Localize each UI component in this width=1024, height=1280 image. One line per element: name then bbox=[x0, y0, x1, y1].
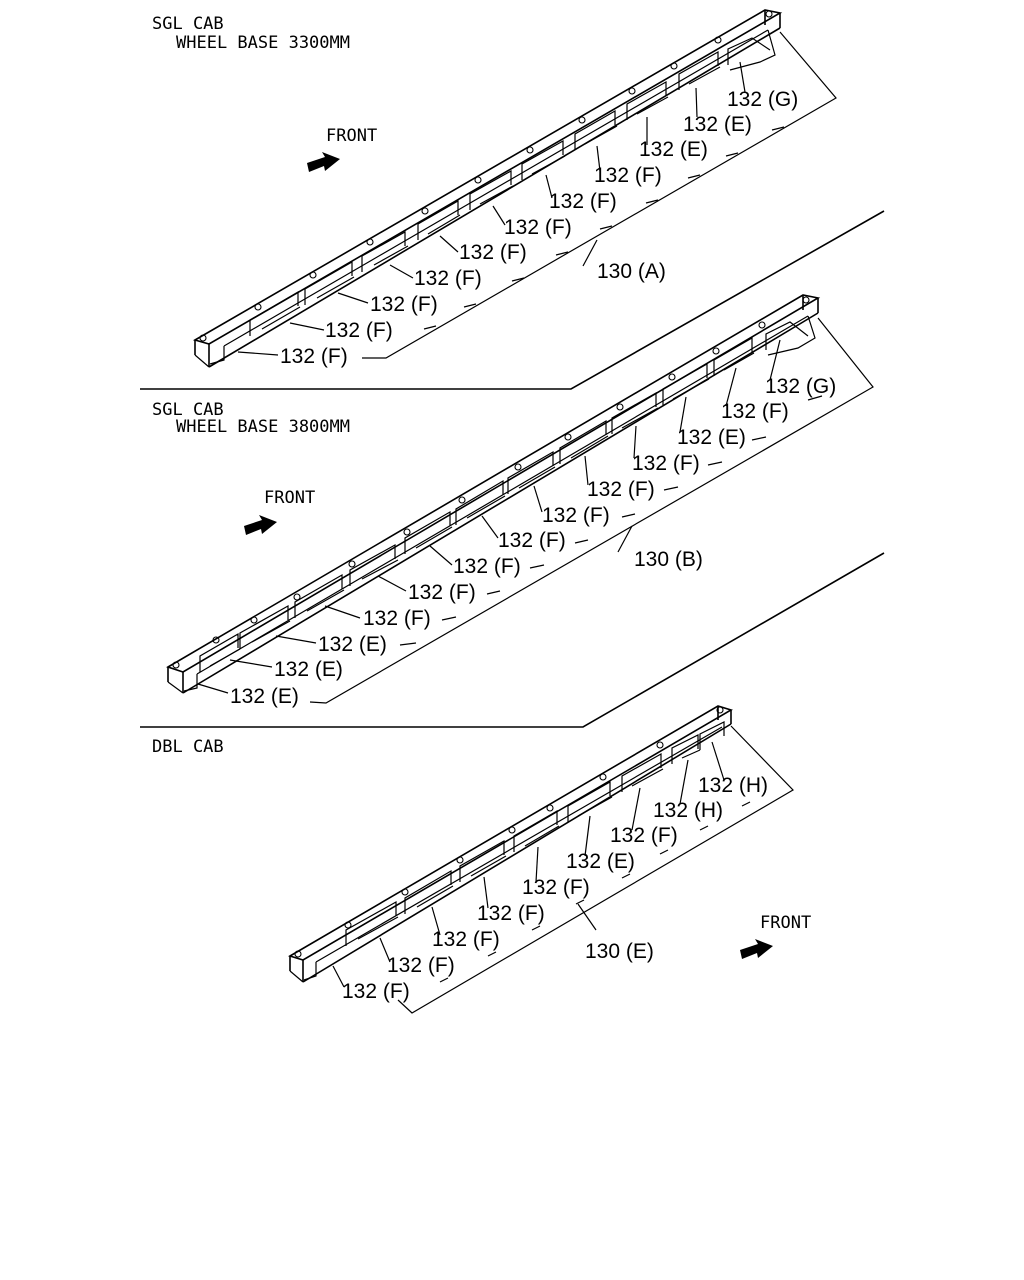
callout: 132 (E) bbox=[274, 658, 343, 681]
callout: 132 (F) bbox=[549, 190, 617, 213]
brackets bbox=[345, 721, 725, 946]
callout: 132 (F) bbox=[587, 478, 655, 501]
callout: 132 (G) bbox=[765, 375, 836, 398]
section-subtitle: WHEEL BASE 3300MM bbox=[176, 33, 350, 53]
callout: 132 (F) bbox=[610, 824, 678, 847]
section-sgl-cab-3800: SGL CAB WHEEL BASE 3800MM FRONT bbox=[140, 294, 885, 728]
callout: 132 (F) bbox=[280, 345, 348, 368]
section-divider bbox=[140, 210, 885, 390]
section-sgl-cab-3300: SGL CAB WHEEL BASE 3300MM FRONT bbox=[140, 9, 885, 390]
callout: 132 (H) bbox=[653, 799, 723, 822]
callout: 132 (G) bbox=[727, 88, 798, 111]
bolt-holes bbox=[172, 296, 810, 669]
callout: 132 (E) bbox=[230, 685, 299, 708]
main-callout: 130 (B) bbox=[634, 548, 703, 571]
callouts: 132 (F) 132 (F) 132 (F) 132 (F) 132 (F) … bbox=[342, 774, 768, 1003]
callout: 132 (H) bbox=[698, 774, 768, 797]
callout: 132 (F) bbox=[387, 954, 455, 977]
callout: 132 (F) bbox=[342, 980, 410, 1003]
brackets bbox=[199, 321, 809, 672]
front-label: FRONT bbox=[326, 126, 377, 146]
callout: 132 (F) bbox=[363, 607, 431, 630]
front-arrow-icon bbox=[740, 939, 773, 959]
callout: 132 (F) bbox=[477, 902, 545, 925]
leader-lines bbox=[197, 317, 874, 704]
callout: 132 (F) bbox=[432, 928, 500, 951]
front-arrow-icon bbox=[307, 152, 340, 172]
callout: 132 (F) bbox=[721, 400, 789, 423]
bolt-holes bbox=[199, 10, 773, 342]
callouts: 132 (E) 132 (E) 132 (E) 132 (F) 132 (F) … bbox=[230, 375, 836, 708]
callout: 132 (F) bbox=[498, 529, 566, 552]
callout: 132 (F) bbox=[325, 319, 393, 342]
leader-lines bbox=[332, 725, 794, 1014]
bolt-holes bbox=[294, 706, 724, 958]
callout: 132 (E) bbox=[683, 113, 752, 136]
callout: 132 (F) bbox=[632, 452, 700, 475]
front-label: FRONT bbox=[264, 488, 315, 508]
callout: 132 (F) bbox=[542, 504, 610, 527]
callout: 132 (E) bbox=[566, 850, 635, 873]
callout: 132 (E) bbox=[677, 426, 746, 449]
rail-assembly bbox=[192, 9, 783, 368]
callout: 132 (F) bbox=[414, 267, 482, 290]
front-label: FRONT bbox=[760, 913, 811, 933]
callout: 132 (F) bbox=[522, 876, 590, 899]
section-subtitle: WHEEL BASE 3800MM bbox=[176, 417, 350, 437]
section-title: SGL CAB bbox=[152, 400, 224, 420]
callouts: 132 (F) 132 (F) 132 (F) 132 (F) 132 (F) … bbox=[280, 88, 798, 368]
callout: 132 (F) bbox=[504, 216, 572, 239]
section-divider bbox=[140, 552, 885, 728]
leader-lines bbox=[237, 31, 837, 359]
callout: 132 (E) bbox=[318, 633, 387, 656]
callout: 132 (F) bbox=[594, 164, 662, 187]
main-callout: 130 (E) bbox=[585, 940, 654, 963]
brackets bbox=[249, 37, 771, 336]
callout: 132 (F) bbox=[370, 293, 438, 316]
rail-assembly bbox=[288, 705, 733, 983]
callout: 132 (E) bbox=[639, 138, 708, 161]
main-callout: 130 (A) bbox=[597, 260, 666, 283]
callout: 132 (F) bbox=[408, 581, 476, 604]
section-title: DBL CAB bbox=[152, 737, 224, 757]
section-dbl-cab: DBL CAB FRONT bbox=[152, 705, 811, 1014]
section-title: SGL CAB bbox=[152, 14, 224, 34]
front-arrow-icon bbox=[244, 515, 277, 535]
callout: 132 (F) bbox=[453, 555, 521, 578]
callout: 132 (F) bbox=[459, 241, 527, 264]
